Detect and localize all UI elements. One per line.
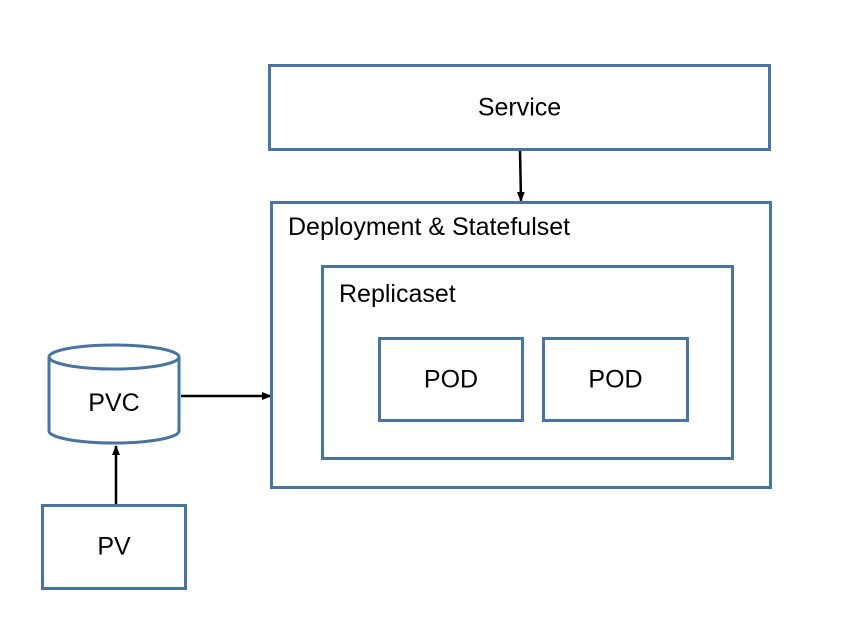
deployment-label: Deployment & Statefulset xyxy=(288,213,571,241)
service-to-deployment-arrow xyxy=(516,150,525,202)
pvc-cylinder xyxy=(47,343,181,445)
pod-label-1: POD xyxy=(423,365,479,393)
pod-box-1: POD xyxy=(378,337,524,422)
pod-label-2: POD xyxy=(588,365,643,393)
replicaset-label: Replicaset xyxy=(339,280,456,308)
pvc-label: PVC xyxy=(88,389,140,417)
pod-box-2: POD xyxy=(542,337,689,422)
service-box: Service xyxy=(268,64,771,151)
pv-box: PV xyxy=(41,504,187,590)
service-label: Service xyxy=(477,93,562,121)
pv-label: PV xyxy=(97,532,131,561)
